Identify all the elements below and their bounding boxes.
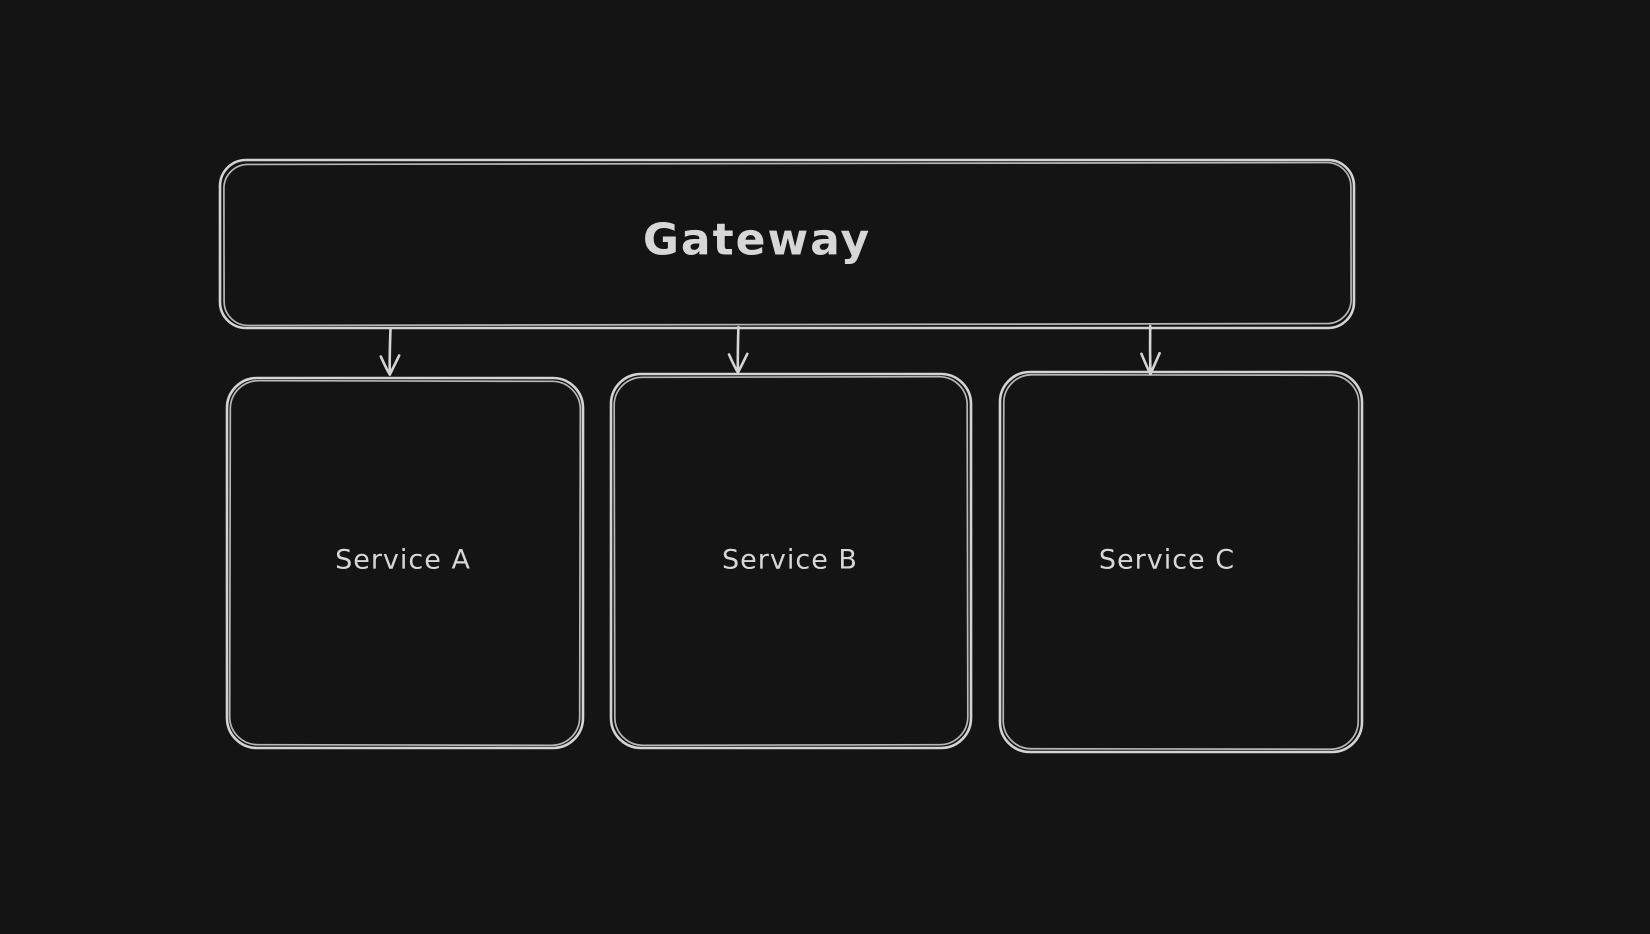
service-c-label: Service C [1098,544,1236,576]
service-a-box[interactable] [225,376,585,750]
service-a-label: Service A [335,544,471,576]
gateway-label: Gateway [642,214,872,266]
arrow-gateway-to-service-c[interactable] [1140,324,1161,376]
service-c-box[interactable] [998,370,1364,754]
arrow-gateway-to-service-b[interactable] [727,325,749,374]
service-b-box[interactable] [609,372,973,750]
gateway-box[interactable] [218,158,1356,330]
arrow-gateway-to-service-a[interactable] [379,327,401,376]
service-b-label: Service B [722,544,858,576]
